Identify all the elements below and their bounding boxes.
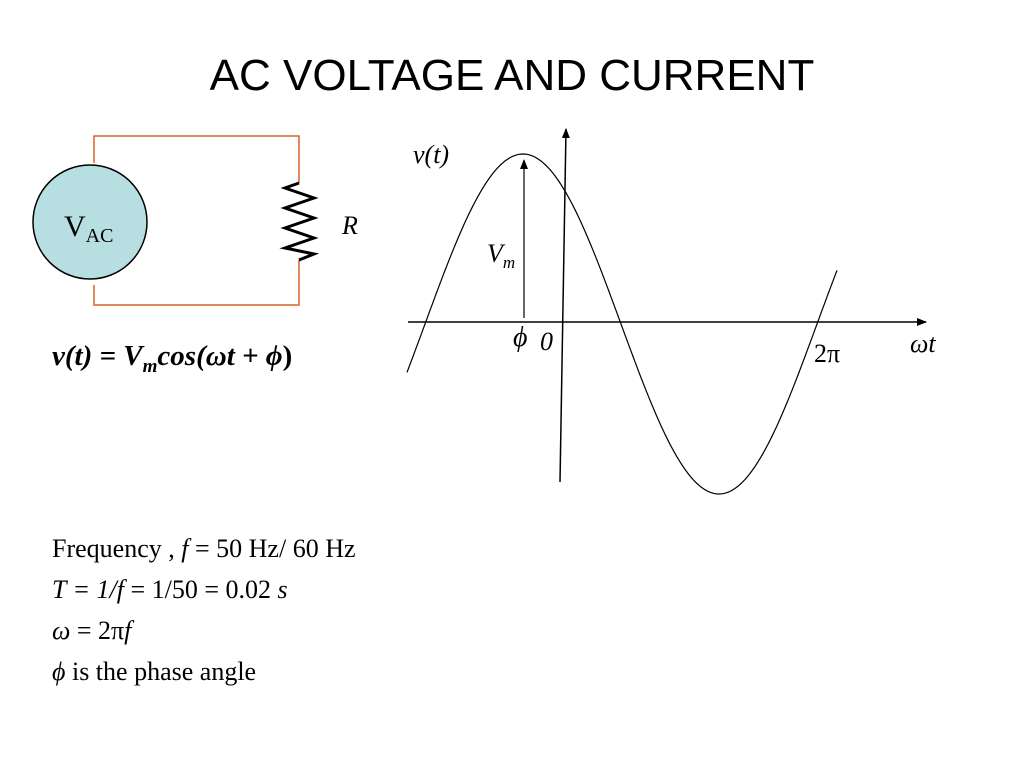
frequency-line: Frequency , f = 50 Hz/ 60 Hz: [52, 528, 356, 569]
voltage-equation: v(t) = Vmcos(ωt + ϕ): [52, 340, 292, 378]
equation-open-paren: (: [196, 340, 206, 372]
amplitude-label-main: V: [487, 239, 506, 268]
period-line: T = 1/f = 1/50 = 0.02 s: [52, 569, 356, 610]
resistor-symbol: [279, 181, 320, 262]
phase-symbol: ϕ: [52, 657, 66, 686]
y-axis: [559, 128, 570, 483]
period-formula: T = 1/f: [52, 575, 124, 604]
equation-argument: ωt + ϕ: [205, 340, 283, 372]
omega-line: ω = 2πf: [52, 610, 356, 651]
amplitude-label-sub: m: [503, 253, 515, 272]
ac-source-label: VAC: [64, 210, 113, 247]
phase-label: ϕ: [513, 322, 528, 353]
waveform-graph: v(t) Vm ϕ 0 2π ωt: [406, 128, 936, 495]
ac-source-circle: [32, 164, 148, 280]
cosine-wave-curve: [406, 153, 838, 495]
circuit-wire-bottom: [93, 260, 300, 306]
amplitude-label: Vm: [487, 239, 515, 272]
circuit-diagram: VAC R: [32, 135, 358, 306]
x-axis-label: ωt: [910, 329, 936, 358]
frequency-text: Frequency ,: [52, 534, 182, 563]
phase-description: is the phase angle: [65, 657, 257, 686]
equation-amplitude-sub: m: [142, 355, 158, 377]
frequency-value: = 50 Hz/ 60 Hz: [188, 534, 356, 563]
equation-amplitude: V: [123, 340, 143, 372]
origin-label: 0: [540, 327, 553, 356]
omega-formula: = 2π: [70, 616, 125, 645]
equation-lhs: v(t) =: [52, 340, 124, 372]
y-axis-label: v(t): [413, 140, 449, 169]
equation-function: cos: [157, 340, 197, 372]
period-label: 2π: [814, 339, 840, 368]
ac-source-label-main: V: [64, 210, 86, 243]
period-value: = 1/50 = 0.02: [123, 575, 278, 604]
frequency-symbol: f: [181, 534, 189, 563]
notes-block: Frequency , f = 50 Hz/ 60 Hz T = 1/f = 1…: [52, 528, 356, 692]
resistor-label: R: [341, 211, 358, 240]
slide-title: AC VOLTAGE AND CURRENT: [209, 51, 815, 100]
circuit-wire-top: [93, 135, 300, 183]
omega-symbol: ω: [52, 616, 71, 645]
ac-source-label-sub: AC: [86, 225, 114, 247]
period-unit: s: [277, 575, 288, 604]
phase-line: ϕ is the phase angle: [52, 651, 356, 692]
omega-frequency-symbol: f: [124, 616, 132, 645]
equation-close-paren: ): [282, 340, 293, 372]
